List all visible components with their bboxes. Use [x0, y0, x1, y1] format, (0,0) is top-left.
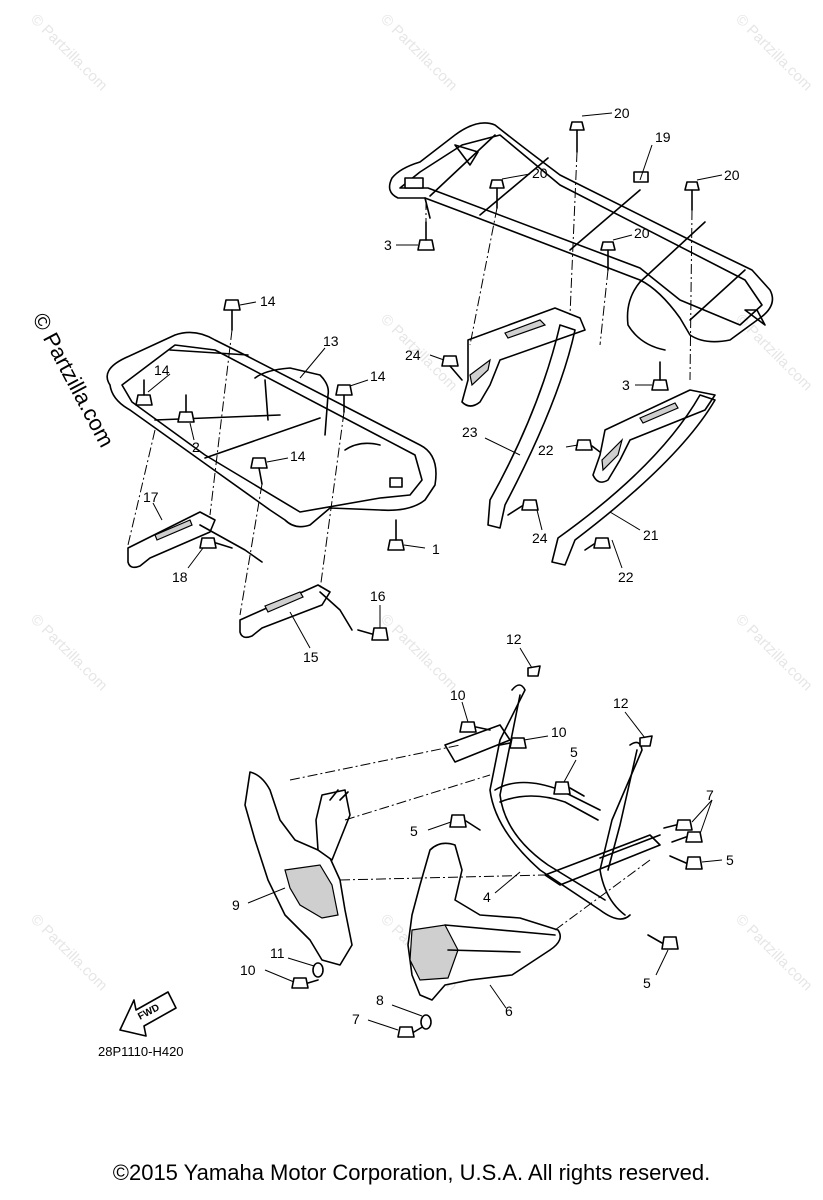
callout-20: 20	[724, 167, 740, 183]
callout-10: 10	[450, 687, 466, 703]
side-watermark: © Partzilla.com	[28, 309, 120, 452]
watermark: © Partzilla.com	[732, 311, 815, 394]
watermark: © Partzilla.com	[27, 611, 110, 694]
watermark: © Partzilla.com	[377, 11, 460, 94]
front-bumper-4	[444, 684, 661, 920]
callout-22: 22	[538, 442, 554, 458]
fwd-arrow-icon: FWD	[119, 991, 177, 1037]
callout-3: 3	[384, 237, 392, 253]
front-bracket-17	[127, 511, 263, 569]
callout-24: 24	[405, 347, 421, 363]
watermark: © Partzilla.com	[27, 911, 110, 994]
callout-14: 14	[154, 362, 170, 378]
guard-9	[244, 771, 353, 966]
callout-3: 3	[622, 377, 630, 393]
front-bracket-15	[239, 584, 353, 639]
callout-5: 5	[643, 975, 651, 991]
copyright-notice: ©2015 Yamaha Motor Corporation, U.S.A. A…	[112, 1160, 711, 1185]
callout-20: 20	[614, 105, 630, 121]
callout-5: 5	[726, 852, 734, 868]
watermark: © Partzilla.com	[27, 11, 110, 94]
callout-23: 23	[462, 424, 478, 440]
callout-20: 20	[532, 165, 548, 181]
rear-bracket-right	[592, 389, 716, 483]
callout-2: 2	[192, 439, 200, 455]
callout-12: 12	[506, 631, 522, 647]
callout-14: 14	[370, 368, 386, 384]
callout-18: 18	[172, 569, 188, 585]
callout-12: 12	[613, 695, 629, 711]
callout-14: 14	[290, 448, 306, 464]
callout-14: 14	[260, 293, 276, 309]
rear-carrier-19	[388, 122, 774, 351]
callout-10: 10	[551, 724, 567, 740]
callout-22: 22	[618, 569, 634, 585]
callout-4: 4	[483, 889, 491, 905]
callout-5: 5	[570, 744, 578, 760]
callout-19: 19	[655, 129, 671, 145]
strut-21	[551, 394, 716, 566]
callout-7: 7	[706, 787, 714, 803]
callout-6: 6	[505, 1003, 513, 1019]
callout-17: 17	[143, 489, 159, 505]
guard-6	[407, 842, 561, 1001]
callout-7: 7	[352, 1011, 360, 1027]
callout-10: 10	[240, 962, 256, 978]
callout-16: 16	[370, 588, 386, 604]
watermark: © Partzilla.com	[732, 611, 815, 694]
alignment-lines	[127, 151, 693, 931]
callout-20: 20	[634, 225, 650, 241]
callout-11: 11	[270, 945, 285, 961]
callout-15: 15	[303, 649, 319, 665]
bolts	[135, 121, 703, 1038]
watermark: © Partzilla.com	[732, 911, 815, 994]
callout-labels: 20 20 20 20 19 3 3 24 23 24 22 22 21 14 …	[143, 105, 740, 1027]
callout-9: 9	[232, 897, 240, 913]
callout-21: 21	[643, 527, 659, 543]
strut-23	[487, 324, 576, 529]
diagram-code: 28P1110-H420	[98, 1044, 184, 1059]
callout-8: 8	[376, 992, 384, 1008]
watermark: © Partzilla.com	[377, 611, 460, 694]
leader-lines	[147, 112, 723, 1031]
watermark: © Partzilla.com	[732, 11, 815, 94]
callout-24: 24	[532, 530, 548, 546]
rear-bracket-left	[461, 307, 586, 407]
callout-1: 1	[432, 541, 440, 557]
front-carrier-13	[106, 331, 437, 528]
callout-5: 5	[410, 823, 418, 839]
callout-13: 13	[323, 333, 339, 349]
